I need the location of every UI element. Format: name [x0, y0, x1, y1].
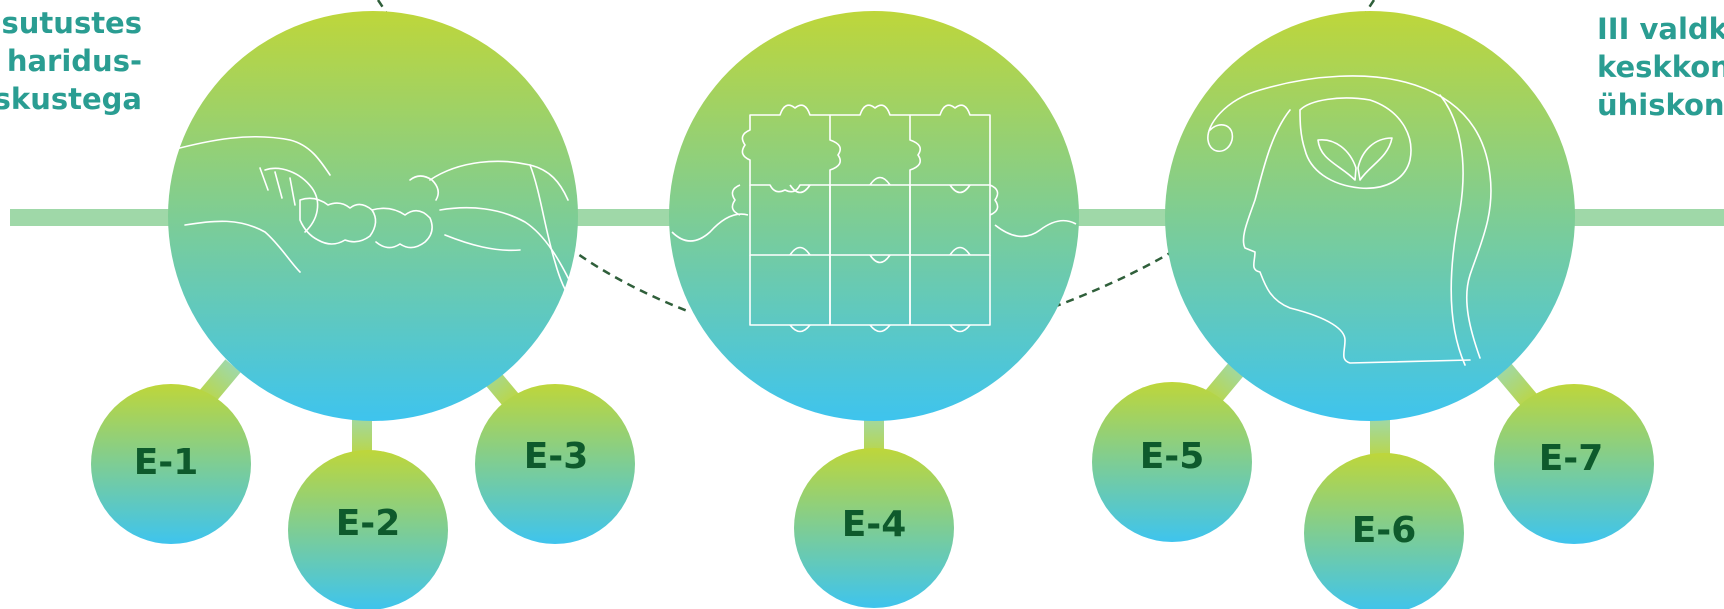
main-circle-3: [1165, 11, 1575, 421]
node-e1-circle: [91, 384, 251, 544]
node-e2-label: E-2: [336, 503, 401, 544]
timeline-segment: [10, 209, 170, 226]
node-e5: E-5: [1092, 382, 1252, 542]
node-e1: E-1: [91, 384, 251, 544]
timeline-segment: [560, 209, 680, 226]
timeline: [10, 209, 1724, 226]
node-e3-circle: [475, 384, 635, 544]
node-e2: E-2: [288, 450, 448, 609]
node-e4-circle: [794, 448, 954, 608]
node-e7-label: E-7: [1539, 438, 1604, 479]
dashed-arc-top-right: [1364, 0, 1376, 13]
node-e6-circle: [1304, 453, 1464, 609]
connector-e2: [352, 415, 372, 460]
main-circle-2-shape: [669, 11, 1079, 421]
puzzle-grid-icon: [671, 104, 1077, 333]
main-circle-1-shape: [168, 11, 578, 421]
timeline-segment: [1060, 209, 1180, 226]
left-text-line-1: asutustes: [0, 6, 142, 40]
left-side-text: asutustes haridus- iskustega: [0, 4, 142, 118]
node-e3: E-3: [475, 384, 635, 544]
node-e2-circle: [288, 450, 448, 609]
connector-e6: [1370, 418, 1390, 463]
dashed-arc-left: [567, 245, 691, 314]
node-e6-label: E-6: [1352, 510, 1417, 551]
node-e5-circle: [1092, 382, 1252, 542]
dashed-arc-top-left: [376, 0, 388, 13]
node-e4: E-4: [794, 448, 954, 608]
node-e5-label: E-5: [1140, 436, 1205, 477]
node-e7: E-7: [1494, 384, 1654, 544]
left-text-line-3: iskustega: [0, 82, 142, 116]
right-text-line-1: III valdk: [1597, 12, 1724, 46]
node-e4-label: E-4: [842, 504, 907, 545]
right-side-text: III valdk keskkon ühiskon: [1597, 10, 1724, 124]
main-circle-1: [168, 11, 578, 421]
node-e3-label: E-3: [524, 436, 589, 477]
node-e6: E-6: [1304, 453, 1464, 609]
node-e1-label: E-1: [134, 442, 199, 483]
hands-puzzle-icon: [171, 135, 576, 301]
main-circle-2: [669, 11, 1079, 421]
right-text-line-3: ühiskon: [1597, 88, 1724, 122]
left-text-line-2: haridus-: [6, 44, 142, 78]
head-with-sprout-icon: [1207, 75, 1492, 366]
node-e7-circle: [1494, 384, 1654, 544]
main-circle-3-shape: [1165, 11, 1575, 421]
timeline-segment: [1560, 209, 1724, 226]
right-text-line-2: keskkon: [1597, 50, 1724, 84]
